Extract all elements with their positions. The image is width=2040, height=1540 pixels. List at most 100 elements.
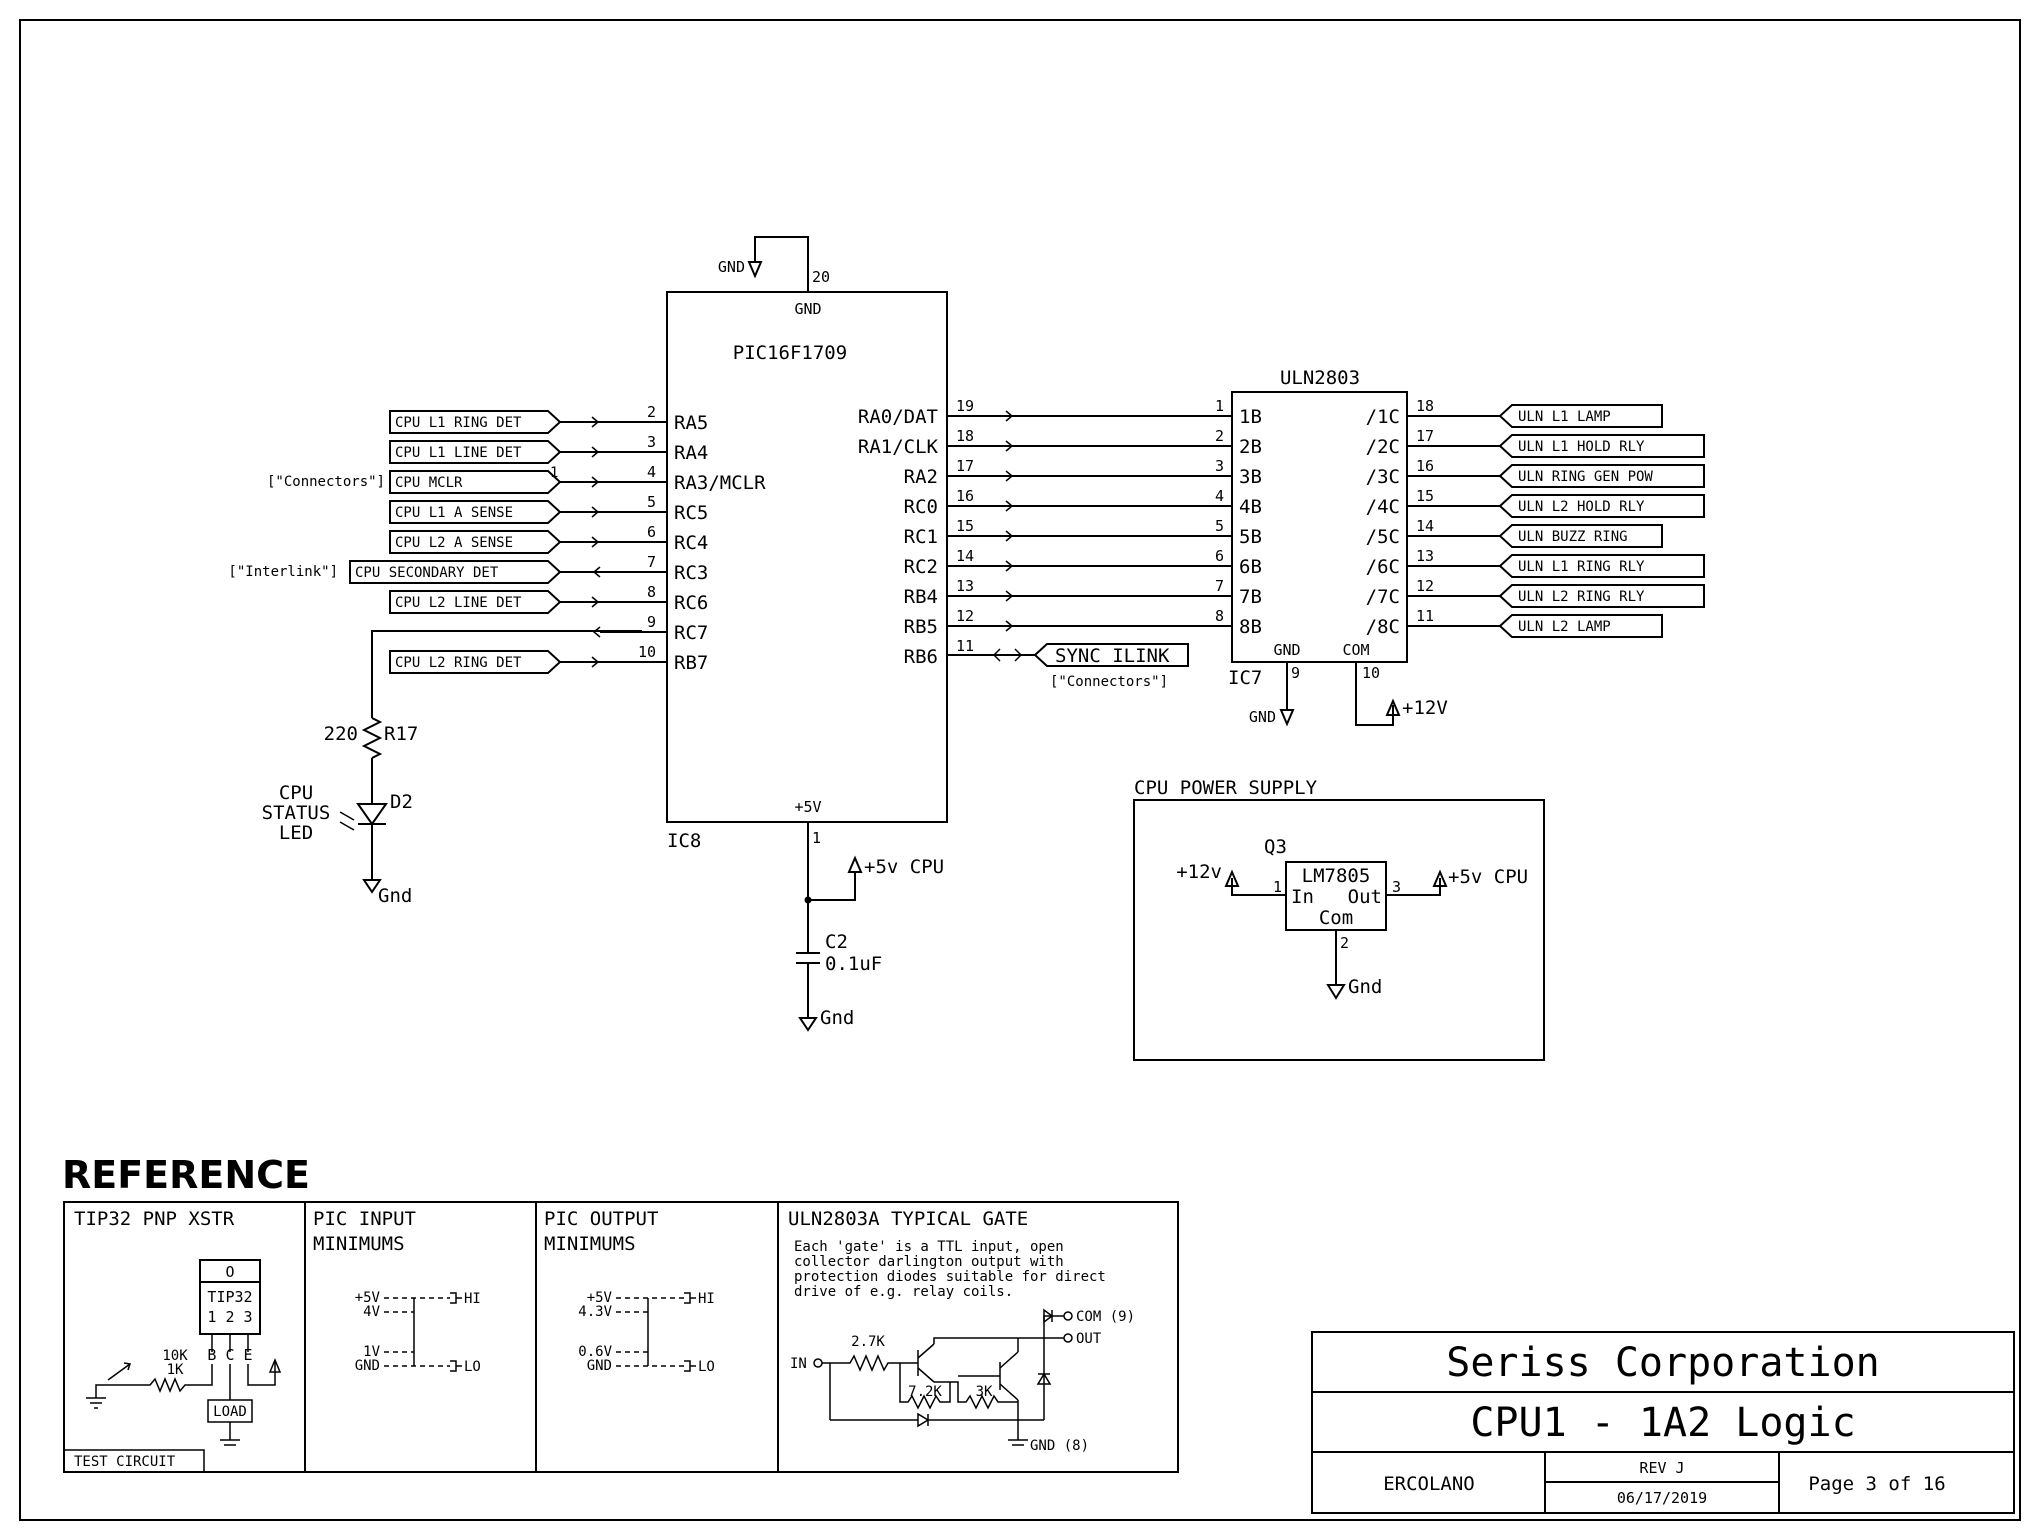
uln-pin-name: /5C: [1366, 526, 1400, 548]
ic8-pin-number: 10: [638, 643, 656, 661]
reference-title: REFERENCE: [62, 1153, 310, 1197]
ic8-pin-name: RA2: [904, 466, 938, 488]
uln-com-supply: +12V: [1402, 697, 1448, 719]
uln-pin-name: /6C: [1366, 556, 1400, 578]
led-ref: D2: [390, 791, 413, 813]
uln-gate-desc-3: protection diodes suitable for direct: [794, 1269, 1106, 1285]
ic8-pin-name: RA5: [674, 412, 708, 434]
uln-body: [1231, 391, 1408, 663]
uln-gate-desc-1: Each 'gate' is a TTL input, open: [794, 1239, 1064, 1255]
uln-pin-name: 4B: [1239, 496, 1262, 518]
ic8-vcc-pin: 1: [812, 829, 821, 847]
title-author: ERCOLANO: [1383, 1473, 1475, 1495]
uln-pin-number: 4: [1215, 487, 1224, 505]
net-label-flag: [389, 500, 562, 524]
uln-pin-number: 2: [1215, 427, 1224, 445]
uln-pin-number: 1: [1215, 397, 1224, 415]
uln-gate-gnd: GND (8): [1030, 1438, 1089, 1454]
net-label-flag: [1498, 494, 1705, 518]
ic8-pin-number: 18: [956, 427, 974, 445]
uln-pin-number: 17: [1416, 427, 1434, 445]
uln-pin-number: 18: [1416, 397, 1434, 415]
ic8-part-name: PIC16F1709: [733, 342, 847, 364]
pic-in-v-hi-1: +5V: [355, 1290, 381, 1306]
tip32-footer-box: [63, 1449, 205, 1473]
ic8-pin-number: 12: [956, 607, 974, 625]
psu-pin-com: 2: [1340, 934, 1349, 952]
uln-pin-name: 2B: [1239, 436, 1262, 458]
signal-arrow-icon: [1005, 560, 1014, 572]
uln-pin-number: 12: [1416, 577, 1434, 595]
net-label: CPU MCLR: [395, 475, 463, 491]
ic8-pin-name: RC0: [904, 496, 938, 518]
title-company: Seriss Corporation: [1446, 1340, 1879, 1386]
uln-pin-name: /8C: [1366, 616, 1400, 638]
pic-in-lo: LO: [464, 1359, 481, 1375]
net-label: ULN L2 RING RLY: [1518, 589, 1645, 605]
uln-gate-out: OUT: [1076, 1331, 1102, 1347]
uln-pin-number: 13: [1416, 547, 1434, 565]
pic-out-title-1: PIC OUTPUT: [544, 1208, 658, 1230]
uln-com-pin: 10: [1362, 664, 1380, 682]
pic-out-hi: HI: [698, 1291, 715, 1307]
net-label: CPU L1 A SENSE: [395, 505, 513, 521]
signal-arrow-icon: [1005, 440, 1014, 452]
net-label: ULN L1 RING RLY: [1518, 559, 1645, 575]
ic8-pin-number: 19: [956, 397, 974, 415]
sheet-border: [19, 19, 2021, 1521]
pin-direction-icon: [592, 566, 601, 578]
uln-gate-r-in: 2.7K: [851, 1334, 885, 1350]
uln-pin-name: 7B: [1239, 586, 1262, 608]
pin-direction-icon: [591, 506, 600, 518]
net-label: CPU L1 LINE DET: [395, 445, 522, 461]
pic-out-lo: LO: [698, 1359, 715, 1375]
uln-gnd-label: GND: [1273, 641, 1300, 659]
pin-direction-icon: [591, 446, 600, 458]
ic8-pin-number: 6: [647, 523, 656, 541]
ic8-pin-name: RC7: [674, 622, 708, 644]
reference-section: REFERENCE TIP32 PNP XSTR O TIP32 1 2 3 B…: [62, 1153, 1179, 1473]
net-label: CPU L2 A SENSE: [395, 535, 513, 551]
ic8-pin-name: RB7: [674, 652, 708, 674]
tip32-load-label: LOAD: [213, 1404, 247, 1420]
net-label: CPU L2 RING DET: [395, 655, 522, 671]
uln-gate-desc-2: collector darlington output with: [794, 1254, 1064, 1270]
ic8-pin-name: RC2: [904, 556, 938, 578]
tip32-leads: B C E: [207, 1346, 252, 1364]
title-block-box: [1311, 1331, 2015, 1514]
title-date: 06/17/2019: [1617, 1489, 1707, 1507]
led-label-3: LED: [279, 822, 313, 844]
psu-box: [1133, 799, 1545, 1061]
ic8-pin-name: RA3/MCLR: [674, 472, 766, 494]
uln-pin-number: 15: [1416, 487, 1434, 505]
ic8-pin-number: 2: [647, 403, 656, 421]
uln-gnd-symbol: GND: [1249, 708, 1276, 726]
mclr-tick: 1: [550, 465, 558, 481]
net-label: CPU SECONDARY DET: [355, 565, 499, 581]
ic8-pin-number: 4: [647, 463, 656, 481]
lm7805-out: Out: [1348, 886, 1382, 908]
reference-box: [63, 1201, 1179, 1473]
net-label-flag: [1498, 404, 1663, 428]
net-label-flag: [1498, 464, 1705, 488]
net-label: ULN RING GEN POW: [1518, 469, 1653, 485]
title-page: Page 3 of 16: [1808, 1473, 1945, 1495]
secondary-note: ["Interlink"]: [228, 564, 338, 580]
ic8-pin-name: RA1/CLK: [858, 436, 939, 458]
signal-arrow-icon: [1005, 530, 1014, 542]
tip32-title: TIP32 PNP XSTR: [74, 1208, 235, 1230]
uln-pin-number: 11: [1416, 607, 1434, 625]
ic8-pin-name: RC5: [674, 502, 708, 524]
ic8-gnd-symbol: GND: [718, 258, 745, 276]
net-label-flag: [1498, 434, 1705, 458]
pic-out-v-lo-2: GND: [587, 1358, 612, 1374]
net-label: ULN L2 LAMP: [1518, 619, 1611, 635]
uln-gate-com: COM (9): [1076, 1309, 1135, 1325]
uln-pin-name: /3C: [1366, 466, 1400, 488]
res-value: 220: [324, 723, 358, 745]
net-label-flag: [389, 590, 562, 614]
